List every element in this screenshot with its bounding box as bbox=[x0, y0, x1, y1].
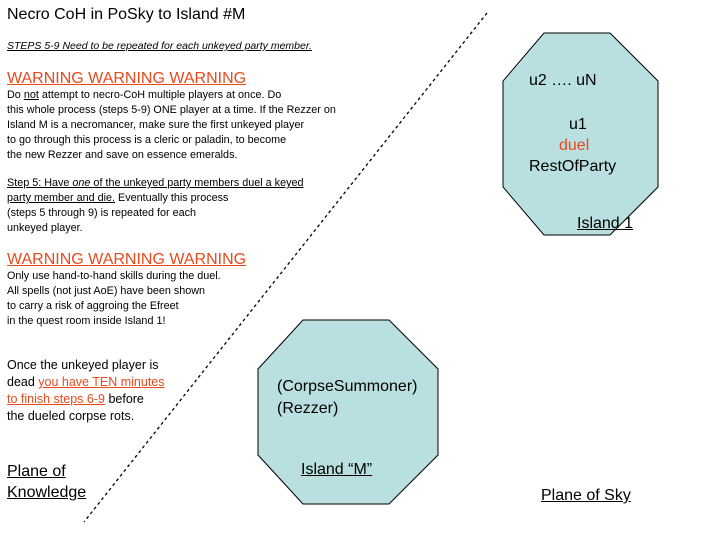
warning-heading-1: WARNING WARNING WARNING bbox=[7, 70, 247, 87]
page-title: Necro CoH in PoSky to Island #M bbox=[7, 6, 246, 23]
warning-paragraph-2: Only use hand-to-hand skills during the … bbox=[7, 269, 221, 329]
text-line: Island M is a necromancer, make sure the… bbox=[7, 119, 305, 131]
plane-divider-line bbox=[83, 12, 488, 523]
text-span: dead bbox=[7, 375, 39, 389]
island-1-label: Island 1 bbox=[577, 215, 634, 232]
plane-of-knowledge-label: Plane of Knowledge bbox=[7, 461, 86, 503]
island-m-label: Island “M” bbox=[301, 461, 373, 478]
text-line: to go through this process is a cleric o… bbox=[7, 134, 287, 146]
text-line: in the quest room inside Island 1! bbox=[7, 315, 166, 327]
text-span: Do bbox=[7, 89, 24, 101]
text-span: party member and die. bbox=[7, 192, 116, 204]
text-span: Step 5: Have bbox=[7, 177, 73, 189]
text-line: (steps 5 through 9) is repeated for each bbox=[7, 207, 197, 219]
text-line: Once the unkeyed player is bbox=[7, 358, 159, 372]
text-line: Knowledge bbox=[7, 484, 87, 501]
island-1-members-range: u2 …. uN bbox=[529, 72, 597, 89]
warning-paragraph-1: Do not attempt to necro-CoH multiple pla… bbox=[7, 88, 336, 163]
island-m-rezzer: (Rezzer) bbox=[277, 400, 339, 417]
island-1-member-u1: u1 bbox=[569, 116, 587, 133]
text-line: All spells (not just AoE) have been show… bbox=[7, 285, 206, 297]
island-m-corpse-summoner: (CorpseSummoner) bbox=[277, 378, 418, 395]
time-limit-text: you have TEN minutes bbox=[38, 375, 165, 389]
island-1-rest-of-party: RestOfParty bbox=[529, 158, 617, 175]
timer-paragraph: Once the unkeyed player is dead you have… bbox=[7, 357, 165, 425]
text-line: this whole process (steps 5-9) ONE playe… bbox=[7, 104, 336, 116]
step-5-paragraph: Step 5: Have one of the unkeyed party me… bbox=[7, 176, 304, 236]
text-line: the dueled corpse rots. bbox=[7, 409, 135, 423]
emphasis-one: one bbox=[72, 177, 91, 189]
text-span: attempt to necro-CoH multiple players at… bbox=[38, 89, 282, 101]
text-span: Eventually this process bbox=[115, 192, 229, 204]
warning-heading-2: WARNING WARNING WARNING bbox=[7, 251, 247, 268]
text-span: before bbox=[104, 392, 144, 406]
steps-note: STEPS 5-9 Need to be repeated for each u… bbox=[7, 40, 312, 52]
island-1-octagon bbox=[502, 32, 659, 236]
plane-of-sky-label: Plane of Sky bbox=[541, 487, 631, 504]
text-line: Only use hand-to-hand skills during the … bbox=[7, 270, 221, 282]
text-line: the new Rezzer and save on essence emera… bbox=[7, 149, 238, 161]
time-limit-steps: to finish steps 6-9 bbox=[7, 392, 105, 406]
text-span: of the unkeyed party members duel a keye… bbox=[90, 177, 304, 189]
text-line: Plane of bbox=[7, 463, 66, 480]
island-m-octagon bbox=[257, 319, 439, 505]
island-1-duel: duel bbox=[559, 137, 590, 154]
emphasis-not: not bbox=[23, 89, 39, 101]
text-line: unkeyed player. bbox=[7, 222, 83, 234]
text-line: to carry a risk of aggroing the Efreet bbox=[7, 300, 179, 312]
